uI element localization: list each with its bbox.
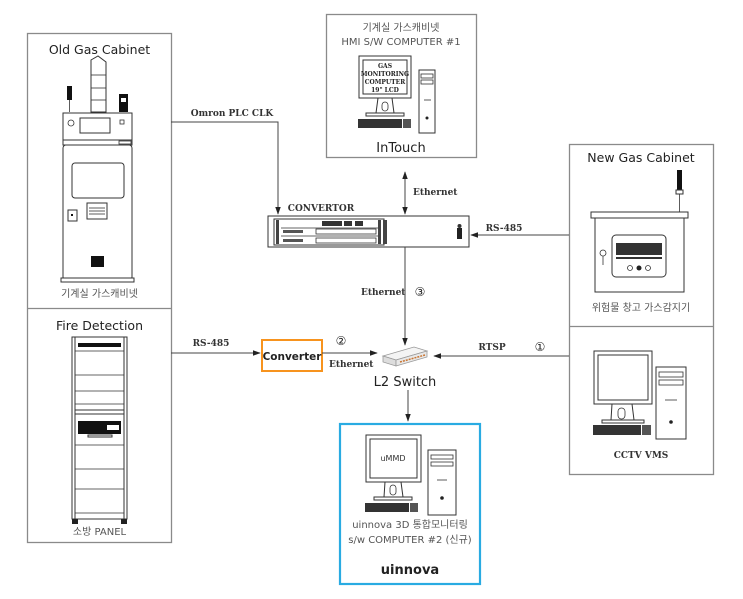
gas-detector-box-icon <box>590 170 689 293</box>
fire-panel-rack-icon <box>71 336 128 524</box>
uinnova-line-2: s/w COMPUTER #2 (신규) <box>348 534 472 546</box>
link-rs485-new-label: RS-485 <box>486 224 523 234</box>
gas-cabinet-old-icon <box>60 55 135 283</box>
old-gas-cabinet[interactable]: Old Gas Cabinet <box>49 42 150 300</box>
uinnova-computer[interactable]: uMMD uinnova 3D 통합모니터링 s/w COMPUTER #2 (… <box>338 422 482 586</box>
old-gas-cabinet-subtitle: 기계실 가스캐비넷 <box>61 288 138 300</box>
converter-frame <box>261 339 323 372</box>
marker-two: ② <box>336 334 347 348</box>
new-gas-cabinet-subtitle: 위험물 창고 가스감지기 <box>592 301 690 314</box>
convertor[interactable]: CONVERTOR <box>267 204 470 248</box>
link-rs485-fire-label: RS-485 <box>193 339 230 349</box>
computer-icon: uMMD <box>365 434 457 516</box>
hmi-computer[interactable]: 기계실 가스캐비넷 HMI S/W COMPUTER #1 GAS MONITO… <box>325 13 478 159</box>
rack-switch-icon <box>267 215 470 248</box>
link-rtsp-label: RTSP <box>478 343 506 353</box>
converter[interactable]: Converter <box>261 339 323 372</box>
l2-switch[interactable]: L2 Switch <box>374 346 437 390</box>
computer-icon <box>593 350 687 440</box>
hmi-screen-line-4: 19" LCD <box>371 87 399 94</box>
hmi-subtitle-ko: 기계실 가스캐비넷 <box>363 22 440 34</box>
connections: Omron PLC CLK Ethernet RS-485 Ethernet ③… <box>171 109 569 422</box>
fire-detection-title: Fire Detection <box>56 318 143 333</box>
link-ethernet-hmi-label: Ethernet <box>413 188 458 198</box>
marker-one: ① <box>535 340 546 354</box>
convertor-title: CONVERTOR <box>288 204 355 214</box>
link-ethernet-converter-label: Ethernet <box>329 360 374 370</box>
hmi-screen-line-3: COMPUTER <box>365 79 406 86</box>
link-omron <box>171 121 281 215</box>
uinnova-screen-text: uMMD <box>380 454 405 463</box>
computer-icon: GAS MONITORING COMPUTER 19" LCD <box>358 55 436 134</box>
fire-detection[interactable]: Fire Detection 소방 PANEL <box>56 318 143 538</box>
cctv-title: CCTV VMS <box>614 451 669 461</box>
old-gas-cabinet-title: Old Gas Cabinet <box>49 42 150 57</box>
left-frame <box>26 32 173 544</box>
hmi-screen-line-2: MONITORING <box>361 71 409 78</box>
right-frame <box>568 143 715 476</box>
left-column <box>26 32 173 544</box>
network-switch-icon <box>381 346 429 367</box>
hmi-subtitle-en: HMI S/W COMPUTER #1 <box>341 37 460 48</box>
new-gas-cabinet-title: New Gas Cabinet <box>587 150 694 165</box>
link-omron-label: Omron PLC CLK <box>191 109 275 119</box>
marker-three: ③ <box>415 285 426 299</box>
hmi-screen-line-1: GAS <box>378 63 392 70</box>
l2-switch-title: L2 Switch <box>374 375 437 390</box>
fire-detection-subtitle: 소방 PANEL <box>73 526 127 538</box>
right-column <box>568 143 715 476</box>
converter-title: Converter <box>263 351 323 363</box>
hmi-title: InTouch <box>376 141 425 156</box>
uinnova-line-1: uinnova 3D 통합모니터링 <box>352 519 468 531</box>
link-ethernet-conv-label: Ethernet <box>361 288 406 298</box>
hmi-frame <box>325 13 478 159</box>
new-gas-cabinet[interactable]: New Gas Cabinet 위험물 창고 가스감지기 <box>587 150 694 314</box>
uinnova-brand: uinnova <box>381 563 439 578</box>
cctv-vms[interactable]: CCTV VMS <box>593 350 687 461</box>
